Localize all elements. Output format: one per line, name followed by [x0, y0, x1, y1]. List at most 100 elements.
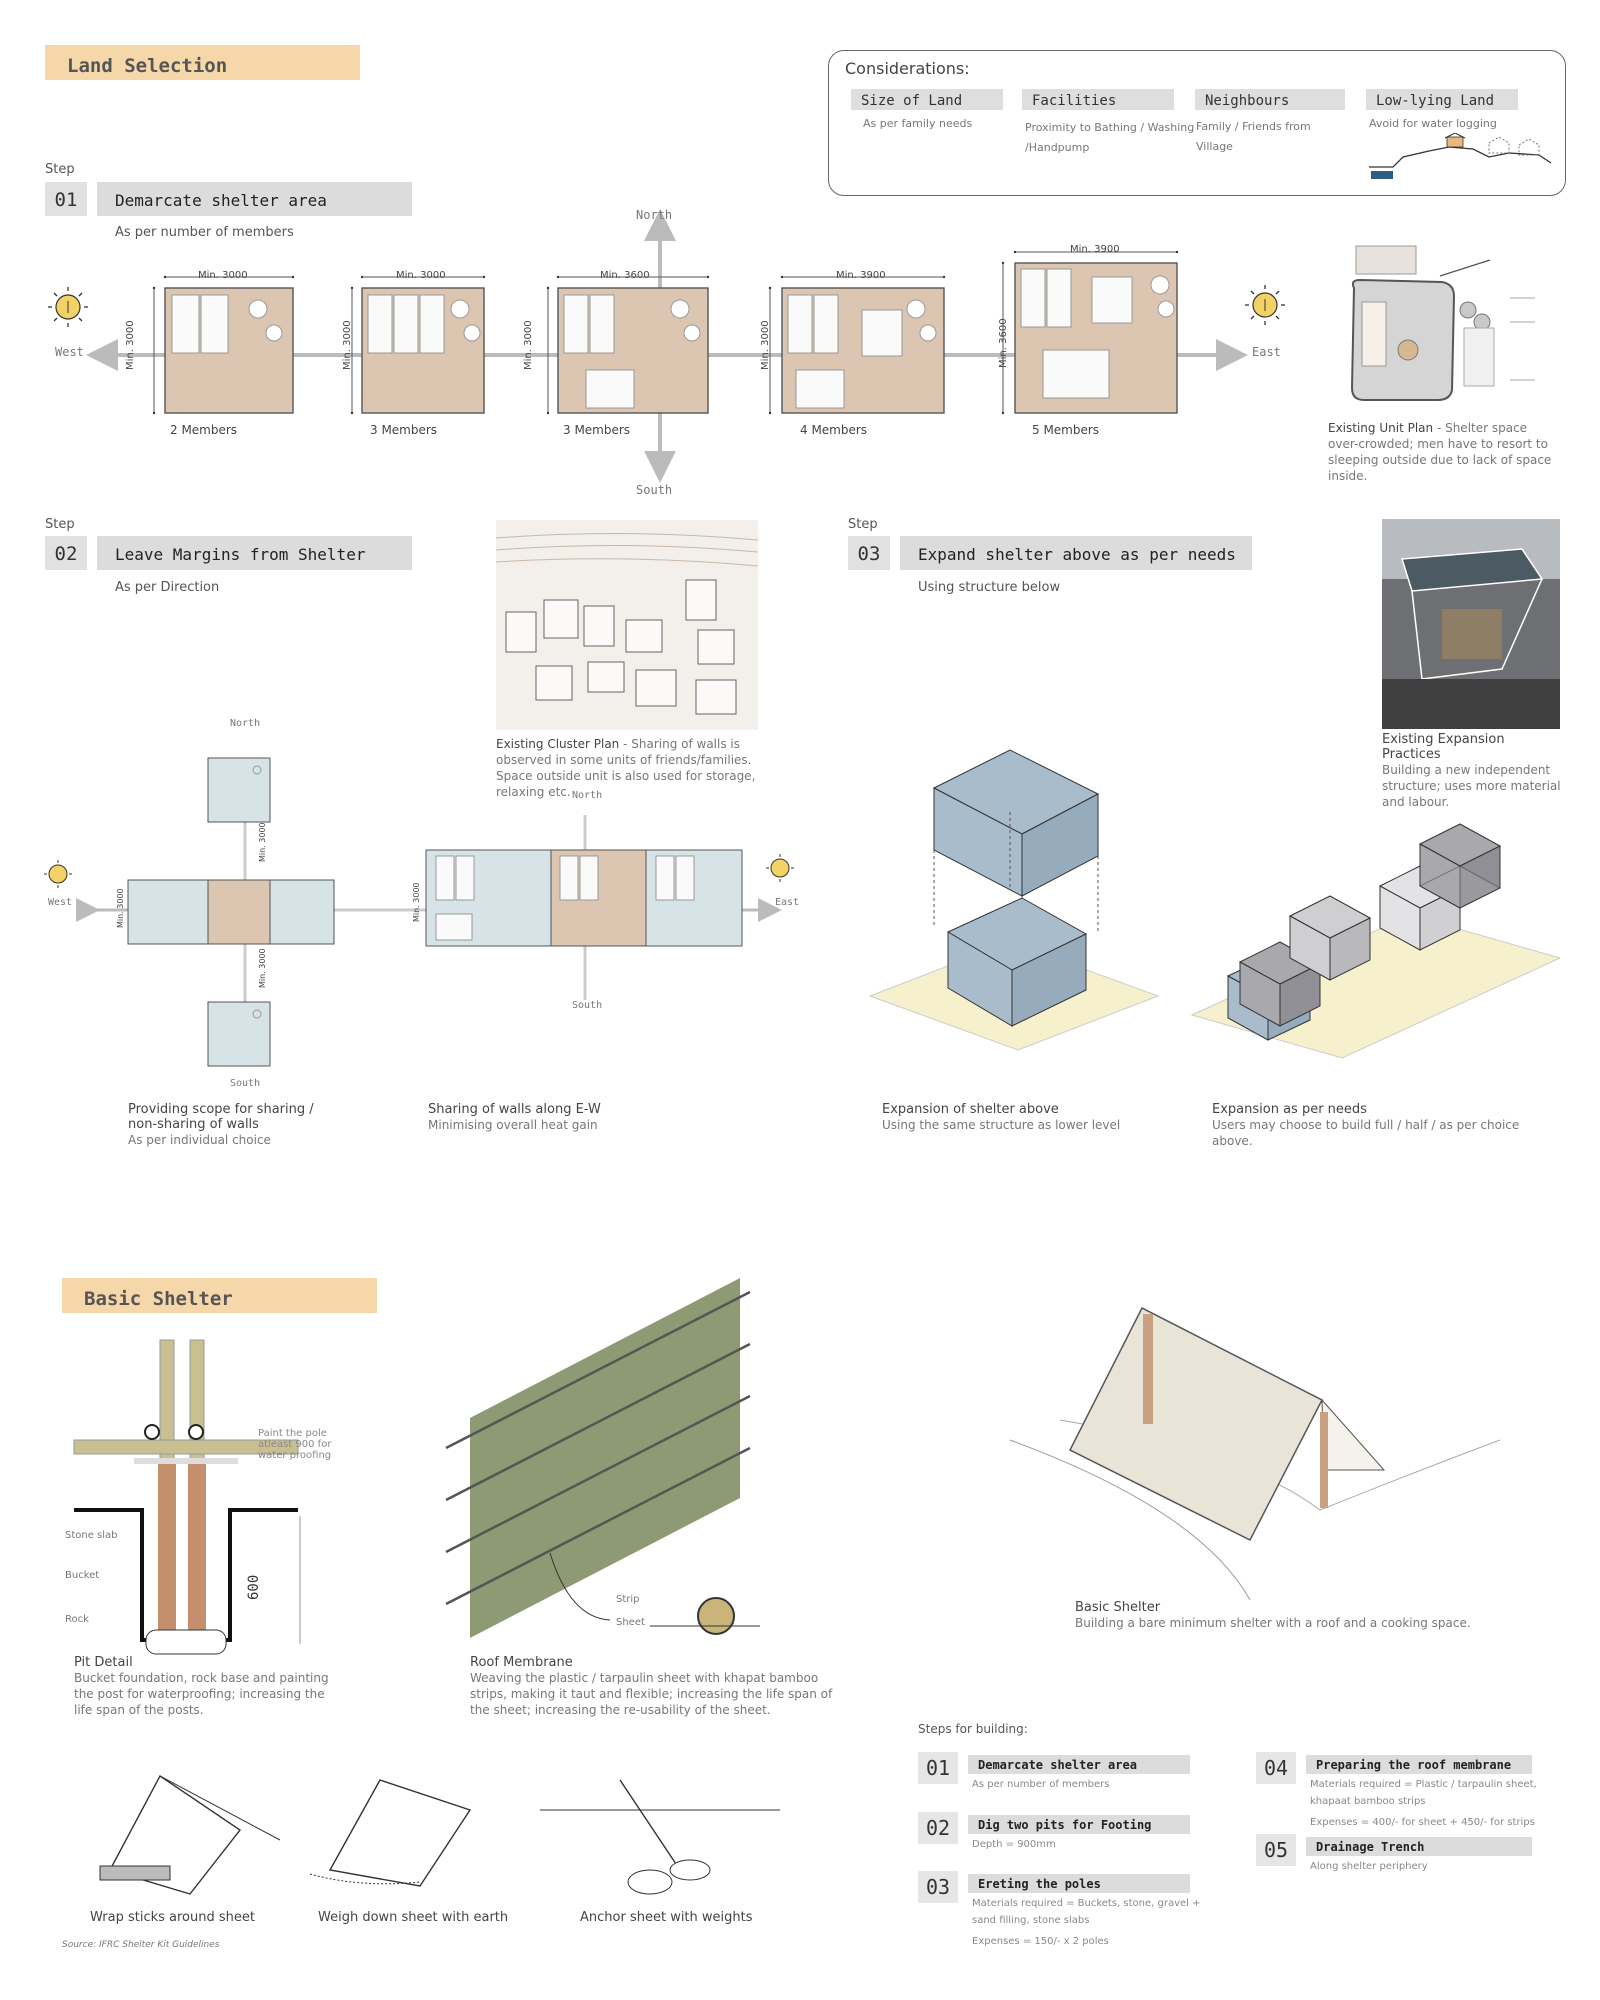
basic-shelter-caption: Basic Shelter Building a bare minimum sh… [1075, 1600, 1495, 1631]
step02-caption1-text: As per individual choice [128, 1133, 271, 1147]
step02-label: Step [45, 517, 75, 532]
existing-unit-plan-caption: Existing Unit Plan - Shelter space over-… [1328, 420, 1558, 484]
method-weigh-earth-drawing [309, 1779, 472, 1887]
step01-title: Demarcate shelter area [97, 182, 412, 216]
step02-number: 02 [45, 536, 87, 570]
cross-west-label: West [48, 897, 73, 908]
source-note: Source: IFRC Shelter Kit Guidelines [62, 1940, 220, 1950]
step03-label: Step [848, 517, 878, 532]
row-north-label: North [572, 790, 603, 801]
step03-caption2-text: Users may choose to build full / half / … [1212, 1118, 1520, 1148]
roof-membrane-drawing [445, 1278, 760, 1638]
cluster-plan-text: - Sharing of walls is observed in some u… [496, 737, 756, 799]
pit-label-stone-slab: Stone slab [65, 1530, 118, 1541]
step02-caption1-title: Providing scope for sharing / non-sharin… [128, 1102, 314, 1132]
build-step02-number: 02 [918, 1812, 958, 1844]
step02-margin-diagram [44, 757, 794, 1067]
expansion-practice-caption: Existing Expansion Practices Building a … [1382, 732, 1562, 810]
unit2-members: 3 Members [370, 423, 438, 437]
consideration-size: Size of Land [851, 89, 1003, 110]
cluster-plan-title: Existing Cluster Plan [496, 737, 620, 751]
existing-unit-plan-title: Existing Unit Plan [1328, 421, 1434, 435]
step03-caption1: Expansion of shelter above Using the sam… [882, 1102, 1142, 1133]
step03-caption2-title: Expansion as per needs [1212, 1102, 1367, 1117]
unit3-height: Min. 3000 [523, 320, 534, 370]
unit1-width: Min. 3000 [198, 270, 248, 281]
unit4-height: Min. 3000 [760, 320, 771, 370]
method-anchor-weights-caption: Anchor sheet with weights [580, 1910, 753, 1925]
unit-2-members [152, 275, 295, 415]
low-lying-terrain-sketch [1369, 133, 1552, 179]
build-step01-number: 01 [918, 1752, 958, 1784]
build-step04-text-3: Expenses = 400/- for sheet + 450/- for s… [1310, 1817, 1535, 1828]
unit-5-members [1001, 250, 1179, 415]
build-step02-title: Dig two pits for Footing [968, 1815, 1190, 1834]
unit4-members: 4 Members [800, 423, 868, 437]
sun-east-icon [1245, 285, 1285, 325]
row-south-label: South [572, 1000, 603, 1011]
step03-number: 03 [848, 536, 890, 570]
cluster-plan-caption: Existing Cluster Plan - Sharing of walls… [496, 736, 766, 800]
sun-west-icon [48, 287, 88, 327]
pit-label-rock: Rock [65, 1614, 89, 1625]
cross-north-label: North [230, 718, 261, 729]
consideration-facilities-desc: Proximity to Bathing / Washing /Handpump [1025, 121, 1195, 154]
step03-expansion-diagrams [868, 749, 1560, 1059]
step01-north-label: North [636, 208, 673, 222]
unit1-height: Min. 3000 [125, 320, 136, 370]
expansion-practice-photo [1382, 519, 1560, 729]
existing-unit-plan-sketch [1350, 245, 1535, 401]
land-selection-title: Land Selection [45, 45, 360, 80]
build-step03-text-1: Materials required = Buckets, stone, gra… [972, 1898, 1201, 1909]
roof-membrane-title: Roof Membrane [470, 1655, 573, 1670]
build-step05-title: Drainage Trench [1306, 1837, 1532, 1856]
step02-subtitle: As per Direction [115, 580, 220, 595]
sun-east-row-icon [766, 854, 794, 882]
build-step03-text-2: sand filling, stone slabs [972, 1915, 1090, 1926]
unit2-height: Min. 3000 [342, 320, 353, 370]
consideration-neighbours: Neighbours [1195, 89, 1345, 110]
step02-caption2: Sharing of walls along E-W Minimising ov… [428, 1102, 688, 1133]
consideration-lowlying-desc: Avoid for water logging [1369, 117, 1497, 130]
roof-membrane-text: Weaving the plastic / tarpaulin sheet wi… [470, 1671, 833, 1717]
consideration-facilities: Facilities [1022, 89, 1174, 110]
pit-detail-caption: Pit Detail Bucket foundation, rock base … [74, 1655, 344, 1718]
roof-label-strip: Strip [616, 1594, 640, 1605]
unit5-height: Min. 3600 [998, 318, 1009, 368]
step01-unit-plans [48, 209, 1285, 483]
step02-title: Leave Margins from Shelter [97, 536, 412, 570]
pit-detail-text: Bucket foundation, rock base and paintin… [74, 1671, 329, 1717]
unit-3-members-b [546, 275, 710, 415]
unit1-members: 2 Members [170, 423, 238, 437]
basic-shelter-caption-text: Building a bare minimum shelter with a r… [1075, 1616, 1471, 1630]
consideration-size-desc: As per family needs [863, 117, 973, 130]
existing-cluster-plan [496, 520, 758, 730]
row-east-label: East [775, 897, 800, 908]
pit-label-bucket: Bucket [65, 1570, 100, 1581]
row-dim-left: Min. 3000 [412, 882, 421, 922]
step01-west-label: West [55, 345, 84, 359]
unit3-width: Min. 3600 [600, 270, 650, 281]
cross-south-label: South [230, 1078, 261, 1089]
basic-shelter-title: Basic Shelter [62, 1278, 377, 1313]
build-step04-title: Preparing the roof membrane [1306, 1755, 1532, 1774]
unit-3-members-a [350, 275, 486, 415]
build-step05-text: Along shelter periphery [1310, 1861, 1428, 1872]
build-step03-number: 03 [918, 1871, 958, 1903]
build-step02-text: Depth = 900mm [972, 1839, 1056, 1850]
unit5-members: 5 Members [1032, 423, 1100, 437]
cross-dim-top: Min. 3000 [258, 822, 267, 862]
build-step05-number: 05 [1256, 1834, 1296, 1866]
cross-dim-left: Min. 3000 [116, 888, 125, 928]
step03-caption2: Expansion as per needs Users may choose … [1212, 1102, 1552, 1149]
unit-4-members [768, 275, 946, 415]
build-step01-text: As per number of members [972, 1779, 1110, 1790]
pit-detail-drawing [73, 1339, 301, 1655]
build-step03-text-3: Expenses = 150/- x 2 poles [972, 1936, 1109, 1947]
existing-unit-plan-text: - Shelter space over-crowded; men have t… [1328, 421, 1552, 483]
step03-title: Expand shelter above as per needs [900, 536, 1252, 570]
considerations-heading: Considerations: [845, 59, 970, 78]
pit-detail-title: Pit Detail [74, 1655, 133, 1670]
unit3-members: 3 Members [563, 423, 631, 437]
method-anchor-weights-drawing [540, 1779, 780, 1895]
